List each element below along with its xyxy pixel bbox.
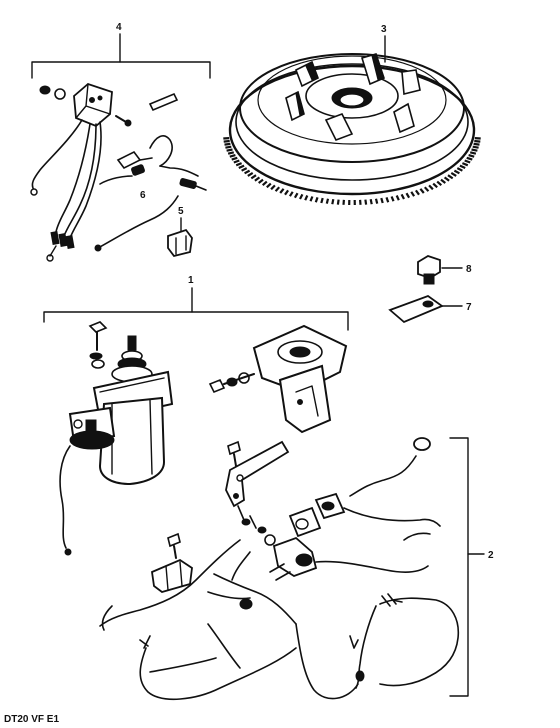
gear-tooth [380,197,384,204]
gear-tooth [309,196,314,202]
gear-tooth [369,198,373,205]
gear-tooth [415,189,420,196]
gear-tooth [385,197,390,203]
stop-switch [269,536,429,581]
gear-tooth [254,176,261,182]
callout-5: 5 [178,206,184,217]
gear-tooth [459,164,466,170]
gear-tooth [410,191,416,197]
gear-tooth [466,156,473,161]
gear-tooth [258,178,264,184]
gear-tooth [443,176,450,182]
gear-tooth [469,151,477,155]
callout-2: 2 [488,550,494,561]
group-2-bracket: 2 [449,437,494,697]
harness-connectors-group-4: 6 [94,135,207,252]
gear-tooth [231,156,238,161]
gear-tooth [331,198,335,205]
footer-code: DT20 VF E1 [4,714,59,725]
gear-tooth [464,159,471,164]
gear-tooth [471,148,478,152]
gear-tooth [238,164,245,170]
starter-bracket [252,324,348,434]
gear-tooth [266,182,272,189]
gear-tooth [233,159,240,164]
starter-motor [59,335,174,556]
gear-tooth [423,186,430,192]
gear-tooth [436,180,443,187]
washer [39,85,51,95]
gear-tooth [325,198,330,204]
gear-tooth [364,199,368,205]
gear-tooth [241,167,248,172]
gear-tooth [288,191,294,197]
starter-mount-bolts [88,321,108,369]
gear-tooth [400,193,405,200]
gear-tooth [336,199,340,205]
callout-8: 8 [466,264,472,275]
gear-tooth [223,139,230,143]
gear-tooth [299,193,304,200]
gear-tooth [314,197,319,203]
gear-tooth [405,192,411,199]
main-wiring-harness [99,539,460,701]
gear-tooth [447,174,454,180]
washer [54,88,66,100]
gear-tooth [428,184,434,191]
gear-tooth [247,171,254,177]
gear-tooth [270,184,276,191]
part-8-bolt: 8 [417,255,472,285]
gear-tooth [472,145,479,149]
flywheel: 3 [223,24,481,206]
key-switch-harness [288,437,441,541]
callout-7: 7 [466,302,472,313]
callout-1: 1 [188,275,194,286]
gear-tooth [320,197,324,204]
part-7-plate: 7 [388,294,472,324]
gear-tooth [229,154,236,158]
gear-tooth [304,195,309,201]
gear-tooth [250,174,257,180]
gear-tooth [468,154,475,158]
group-4-bracket: 4 [31,22,211,79]
gear-tooth [261,180,268,187]
gear-tooth [274,186,281,192]
gear-tooth [284,189,289,196]
gear-tooth [474,139,481,143]
callout-4: 4 [116,22,122,33]
group-1-bracket: 1 [43,275,349,331]
gear-tooth [225,145,232,149]
gear-tooth [461,162,469,167]
rectifier-regulator-assembly [30,82,179,262]
gear-tooth [227,151,235,155]
gear-tooth [453,169,460,175]
neutral-switch-link [225,440,290,546]
gear-tooth [293,192,299,199]
gear-tooth [450,171,457,177]
gear-tooth [456,167,463,172]
gear-tooth [473,142,480,146]
gear-tooth [395,195,400,201]
gear-tooth [440,178,446,184]
part-5-clip: 5 [167,206,193,258]
gear-tooth [432,182,438,189]
gear-tooth [224,142,231,146]
gear-tooth [419,188,425,194]
gear-tooth [390,196,395,202]
gear-tooth [244,169,251,175]
harness-clamp [151,532,193,593]
flywheel-ring-gear [223,137,481,206]
gear-tooth [235,162,243,167]
gear-tooth [279,188,285,194]
callout-3: 3 [381,24,387,35]
gear-tooth [226,148,233,152]
callout-6: 6 [140,190,146,201]
bracket-bolt-washers [208,372,255,394]
gear-tooth [374,198,379,204]
